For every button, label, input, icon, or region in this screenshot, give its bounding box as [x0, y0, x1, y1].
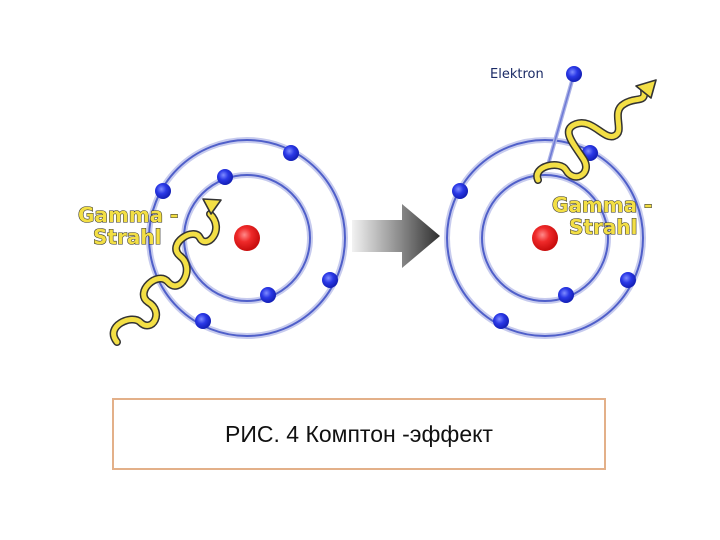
electron	[260, 287, 276, 303]
electron-label: Elektron	[490, 67, 544, 82]
electron	[283, 145, 299, 161]
electron	[493, 313, 509, 329]
electron	[217, 169, 233, 185]
electron	[620, 272, 636, 288]
ejected-electron	[546, 66, 582, 167]
nucleus-right	[532, 225, 558, 251]
orbit-outer-left-line	[148, 139, 346, 337]
ejected-electron-dot	[566, 66, 582, 82]
gamma-wave-left	[109, 198, 222, 346]
gamma-label-right-line2: Strahl	[569, 215, 637, 239]
electron	[558, 287, 574, 303]
caption-box: РИС. 4 Комптон -эффект	[112, 398, 606, 470]
electron	[195, 313, 211, 329]
atom-right	[444, 137, 646, 339]
electron	[322, 272, 338, 288]
gamma-label-right-line1: Gamma -	[552, 193, 652, 217]
electron	[155, 183, 171, 199]
electron	[452, 183, 468, 199]
arrowhead-icon	[635, 79, 657, 99]
figure-caption: РИС. 4 Комптон -эффект	[225, 420, 493, 447]
arrowhead-icon	[202, 198, 222, 215]
orbit-inner-right-line	[481, 174, 609, 302]
nucleus-left	[234, 225, 260, 251]
atom-left	[146, 137, 348, 339]
gamma-wave-right	[533, 79, 657, 184]
orbit-outer-right-line	[446, 139, 644, 337]
gamma-label-left-line1: Gamma -	[78, 203, 178, 227]
gamma-label-left-line2: Strahl	[93, 225, 161, 249]
transition-arrow	[352, 204, 440, 268]
